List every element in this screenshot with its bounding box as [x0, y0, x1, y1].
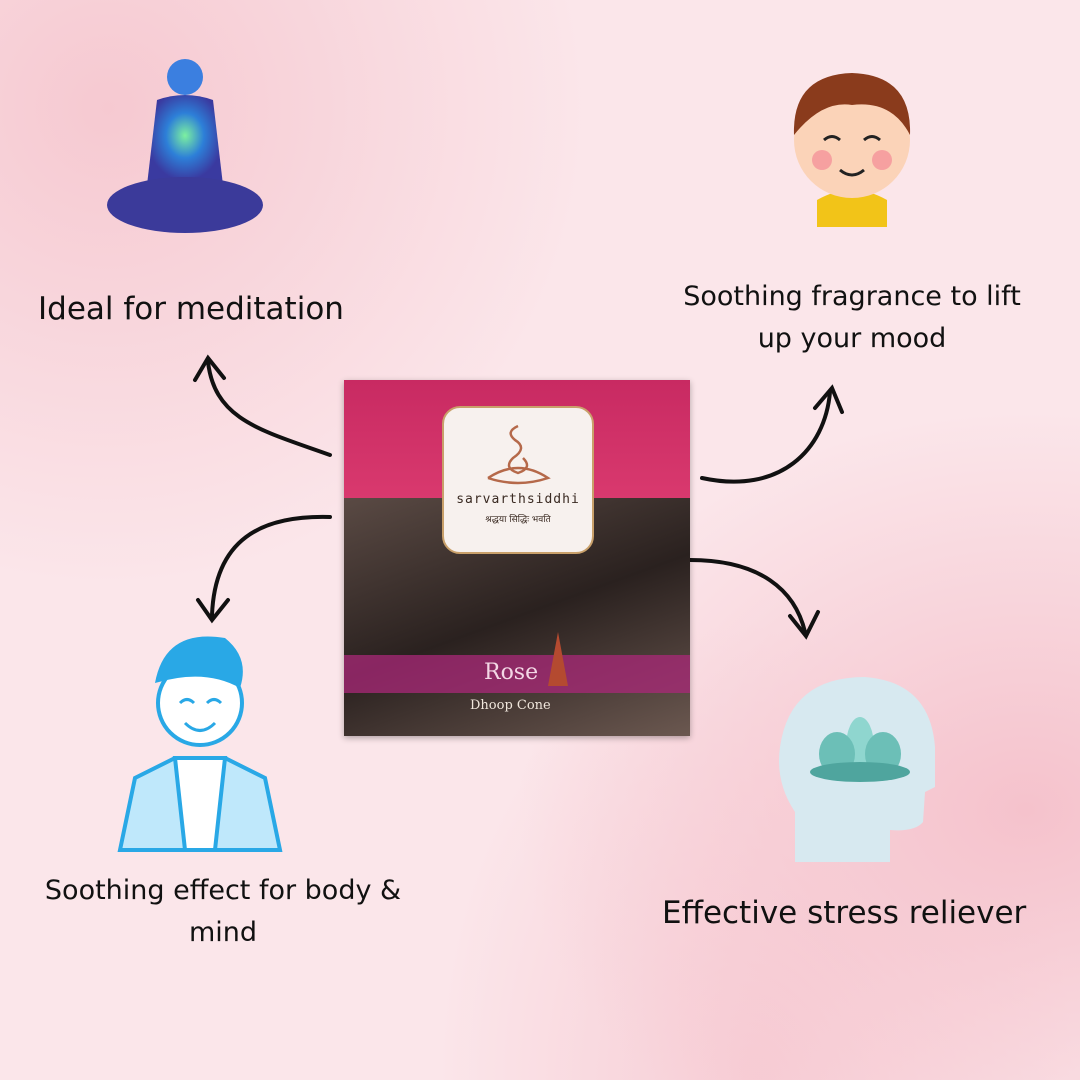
meditating-person-icon [107, 59, 263, 233]
feature-mood: Soothing fragrance to lift up your mood [660, 276, 1044, 360]
smiling-boy-icon [793, 73, 911, 227]
scent-name: Rose [484, 660, 539, 685]
arrow-stress [688, 558, 807, 634]
arrow-body [210, 514, 332, 617]
feature-body: Soothing effect for body & mind [30, 870, 416, 954]
arrow-meditation [206, 360, 332, 457]
arrow-mood [700, 390, 832, 484]
product-type: Dhoop Cone [470, 698, 551, 713]
arrow-body-head [196, 598, 230, 624]
feature-mood-line1: Soothing fragrance to lift [683, 281, 1021, 312]
laughing-man-icon [117, 636, 283, 852]
arrow-stress-head [788, 610, 820, 640]
feature-mood-line2: up your mood [757, 323, 947, 354]
brand-tagline: श्रद्धया सिद्धिः भवति [485, 515, 551, 525]
dhoop-cone-image [548, 632, 568, 686]
arrow-mood-head [813, 384, 844, 414]
product-box: sarvarthsiddhi श्रद्धया सिद्धिः भवति Ros… [344, 380, 690, 736]
head-lotus-icon [779, 677, 935, 862]
brand-logo-icon [487, 424, 551, 485]
feature-stress: Effective stress reliever [662, 895, 1027, 931]
scent-band [344, 655, 690, 693]
feature-body-line2: mind [188, 917, 258, 948]
feature-meditation: Ideal for meditation [38, 291, 344, 327]
brand-label: sarvarthsiddhi श्रद्धया सिद्धिः भवति [442, 406, 594, 554]
feature-body-line1: Soothing effect for body & [44, 875, 402, 906]
brand-name: sarvarthsiddhi [456, 492, 580, 507]
arrow-meditation-head [193, 354, 226, 382]
